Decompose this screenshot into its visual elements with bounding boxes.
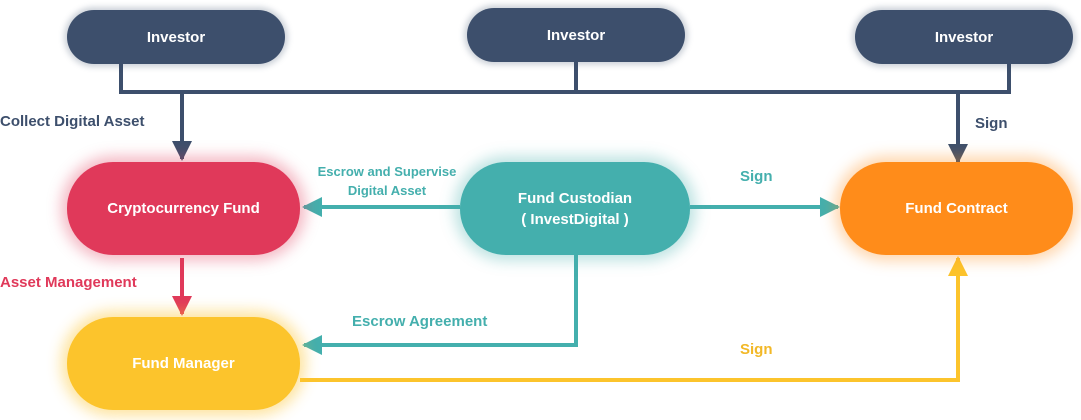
escrow-agreement-arrow [302, 255, 578, 355]
custodian-sign-label: Sign [740, 168, 773, 185]
investor-sign-label: Sign [975, 115, 1008, 132]
investor-node-3: Investor [855, 10, 1073, 64]
fund-contract-node: Fund Contract [840, 162, 1073, 255]
cryptocurrency-fund-node: Cryptocurrency Fund [67, 162, 300, 255]
escrow-supervise-line1: Escrow and Supervise [317, 164, 457, 179]
investor-node-1: Investor [67, 10, 285, 64]
collect-digital-asset-label: Collect Digital Asset [0, 113, 145, 130]
asset-management-label: Asset Management [0, 274, 137, 291]
fund-manager-node: Fund Manager [67, 317, 300, 410]
investor-bus [119, 62, 1011, 94]
escrow-agreement-label: Escrow Agreement [352, 313, 488, 330]
escrow-supervise-label: Escrow and Supervise Digital Asset [312, 162, 462, 200]
manager-sign-label: Sign [740, 341, 773, 358]
manager-sign-arrow [300, 256, 968, 382]
fund-custodian-subtitle: ( InvestDigital ) [521, 210, 629, 228]
fund-custodian-title: Fund Custodian [517, 189, 633, 207]
fund-custodian-node: Fund Custodian ( InvestDigital ) [460, 162, 690, 255]
investor-node-2: Investor [467, 8, 685, 62]
escrow-supervise-line2: Digital Asset [347, 183, 427, 198]
